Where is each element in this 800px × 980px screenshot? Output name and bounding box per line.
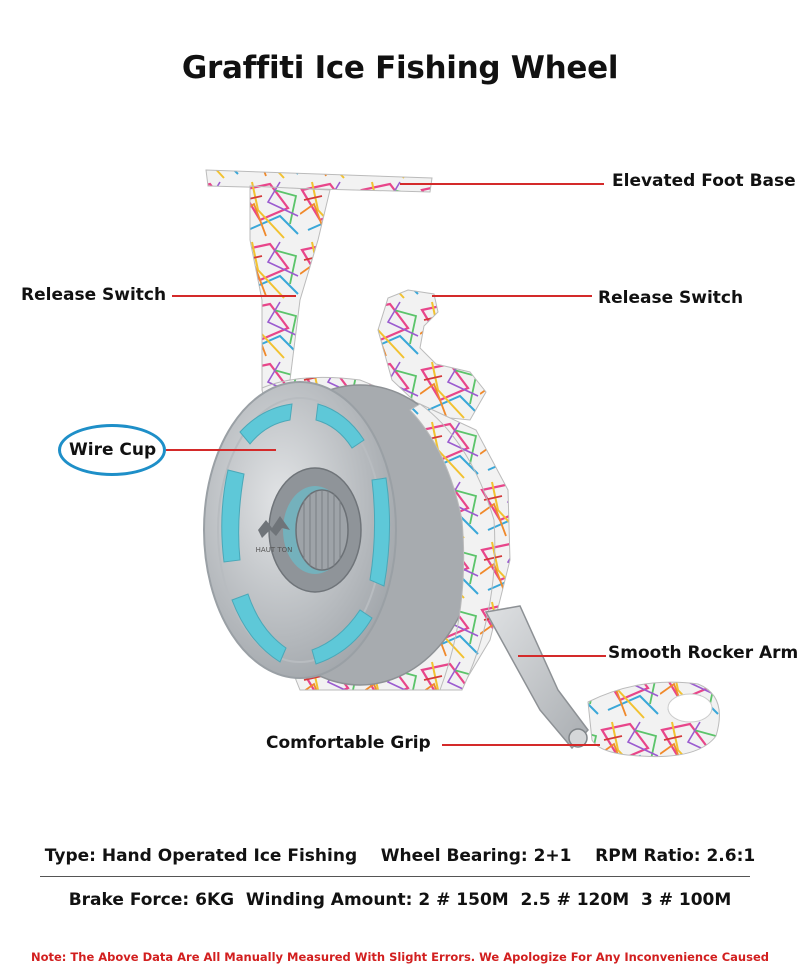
disclaimer-note: Note: The Above Data Are All Manually Me…	[30, 950, 770, 964]
label-wire-cup: Wire Cup	[69, 440, 157, 460]
leader-lines	[166, 183, 606, 746]
label-elevated-foot-base: Elevated Foot Base	[612, 171, 796, 191]
foot-base-plate	[205, 169, 433, 193]
brand-logo: HAUT TON	[256, 516, 293, 554]
page-title: Graffiti Ice Fishing Wheel	[181, 50, 619, 86]
reel-illustration: HAUT TON	[166, 169, 720, 758]
spec-line-1: Type: Hand Operated Ice Fishing Wheel Be…	[44, 846, 756, 866]
label-release-switch-right: Release Switch	[598, 288, 744, 308]
rocker-arm	[484, 605, 589, 750]
reel-stem	[249, 185, 331, 391]
label-comfortable-grip: Comfortable Grip	[266, 733, 431, 753]
spool-slots	[221, 403, 391, 665]
frame-rim	[409, 403, 496, 691]
label-smooth-rocker-arm: Smooth Rocker Arm	[608, 643, 799, 663]
arm-joint	[568, 728, 588, 748]
spec-divider	[40, 876, 750, 877]
svg-text:HAUT TON: HAUT TON	[256, 546, 293, 554]
label-release-switch-left: Release Switch	[21, 285, 167, 305]
spec-line-2: Brake Force: 6KG Winding Amount: 2 # 150…	[68, 890, 732, 910]
wire-cup-highlight-circle	[58, 424, 166, 476]
